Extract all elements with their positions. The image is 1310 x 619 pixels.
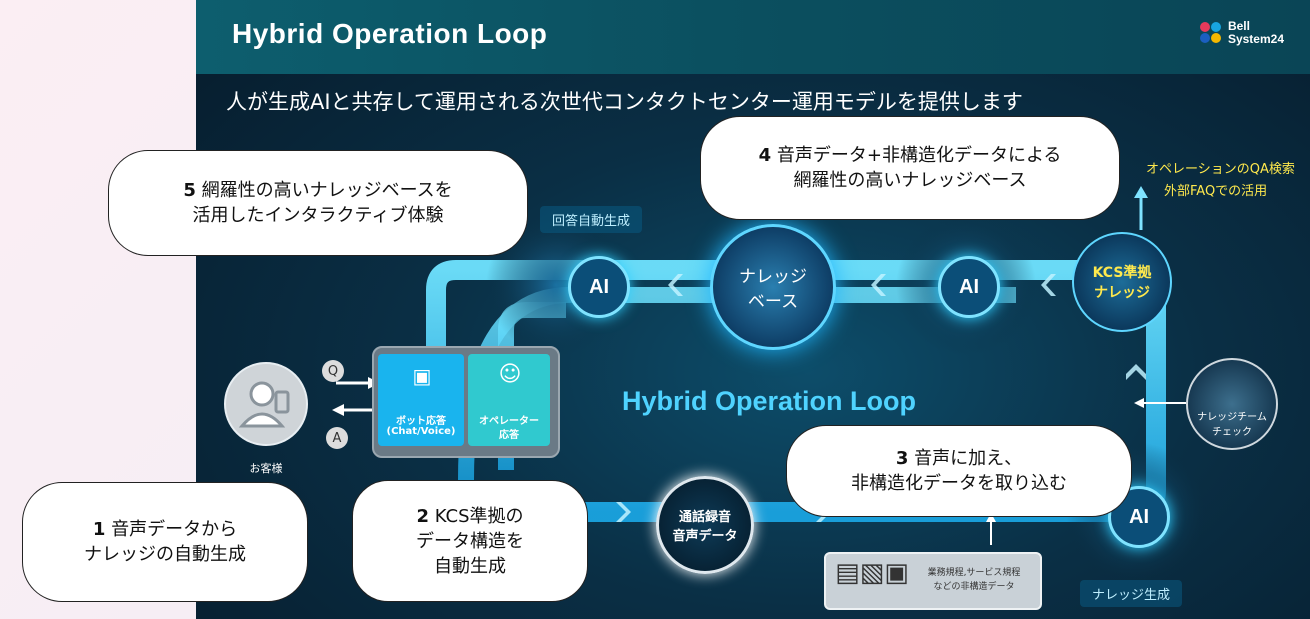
logo-text-2: System24 (1227, 32, 1284, 46)
knowledge-base-l2: ベース (747, 292, 799, 312)
operator-icon: ☺ (498, 362, 522, 387)
knowledge-base-l1: ナレッジ (739, 267, 807, 287)
kcs-label-1: KCS準拠 (1092, 265, 1152, 281)
bell-system24-logo: Bell System24 (1199, 19, 1284, 46)
unstructured-docs-box (824, 552, 1042, 610)
callout-5: 5 網羅性の高いナレッジベースを 活用したインタラクティブ体験 (108, 150, 528, 256)
callout-2-number: 2 (416, 505, 429, 527)
call-recording-node: 通話録音 音声データ (656, 476, 754, 574)
bot-label-2: (Chat/Voice) (386, 426, 456, 437)
callout-2-text-1: KCS準拠の (434, 505, 524, 527)
ai-node-answer: AI (568, 256, 630, 318)
callout-4-text-2: 網羅性の高いナレッジベース (793, 170, 1027, 191)
bot-label-1: ボット応答 (396, 416, 446, 427)
title-bar: Hybrid Operation Loop Bell System24 (196, 0, 1310, 74)
logo-text-1: Bell (1227, 19, 1250, 33)
operator-label-2: 応答 (499, 430, 519, 441)
callout-2-text-2: データ構造を (416, 530, 524, 552)
callout-2: 2 KCS準拠の データ構造を 自動生成 (352, 480, 588, 602)
callout-4: 4 音声データ+非構造化データによる 網羅性の高いナレッジベース (700, 116, 1120, 220)
bot-icon: ▣ (412, 364, 432, 388)
knowledge-team-check: ナレッジチーム チェック (1186, 358, 1278, 450)
answer-generation-tag: 回答自動生成 (540, 206, 643, 233)
a-badge: A (326, 427, 348, 449)
callout-4-number: 4 (758, 145, 772, 166)
q-badge: Q (322, 360, 344, 382)
callout-4-text-1: 音声データ+非構造化データによる (776, 145, 1062, 166)
customer-label: お客様 (249, 462, 283, 475)
docs-icons: ▤▧▣ (835, 558, 909, 588)
docs-label-2: などの非構造データ (933, 582, 1015, 592)
callout-5-number: 5 (183, 180, 196, 201)
faq-usage-label: 外部FAQでの活用 (1164, 184, 1268, 199)
team-label-2: チェック (1212, 427, 1252, 438)
recording-label-2: 音声データ (672, 529, 738, 544)
customer-icon (238, 381, 290, 428)
center-loop-label: Hybrid Operation Loop (622, 386, 916, 416)
kcs-label-2: ナレッジ (1094, 285, 1150, 301)
qa-search-label: オペレーションのQA検索 (1146, 162, 1295, 177)
callout-1-text-1: 音声データから (111, 519, 238, 540)
kcs-knowledge-node: KCS準拠 ナレッジ (1072, 232, 1172, 332)
customer-avatar (224, 362, 308, 446)
callout-5-text-1: 網羅性の高いナレッジベースを (201, 180, 453, 201)
logo-mark-icon (1199, 22, 1222, 44)
callout-1-number: 1 (92, 519, 106, 540)
callout-2-text-3: 自動生成 (434, 555, 506, 577)
callout-5-text-2: 活用したインタラクティブ体験 (192, 205, 444, 226)
recording-label-1: 通話録音 (678, 510, 731, 525)
docs-label-1: 業務規程,サービス規程 (927, 568, 1021, 578)
knowledge-base-node: ナレッジ ベース (710, 224, 836, 350)
slide-title: Hybrid Operation Loop (232, 18, 548, 49)
callout-3-text-2: 非構造化データを取り込む (851, 473, 1067, 494)
team-label-1: ナレッジチーム (1197, 412, 1267, 423)
callout-3-number: 3 (895, 448, 909, 469)
operator-label-1: オペレーター (479, 416, 539, 427)
bot-response-box (378, 354, 464, 446)
callout-3: 3 音声に加え、 非構造化データを取り込む (786, 425, 1132, 517)
subtitle: 人が生成AIと共存して運用される次世代コンタクトセンター運用モデルを提供します (226, 90, 1023, 114)
callout-1: 1 音声データから ナレッジの自動生成 (22, 482, 308, 602)
ai-node-middle: AI (938, 256, 1000, 318)
operator-response-box (468, 354, 550, 446)
callout-1-text-2: ナレッジの自動生成 (84, 544, 246, 565)
knowledge-generation-tag: ナレッジ生成 (1080, 580, 1183, 607)
callout-3-text-1: 音声に加え、 (914, 448, 1023, 469)
